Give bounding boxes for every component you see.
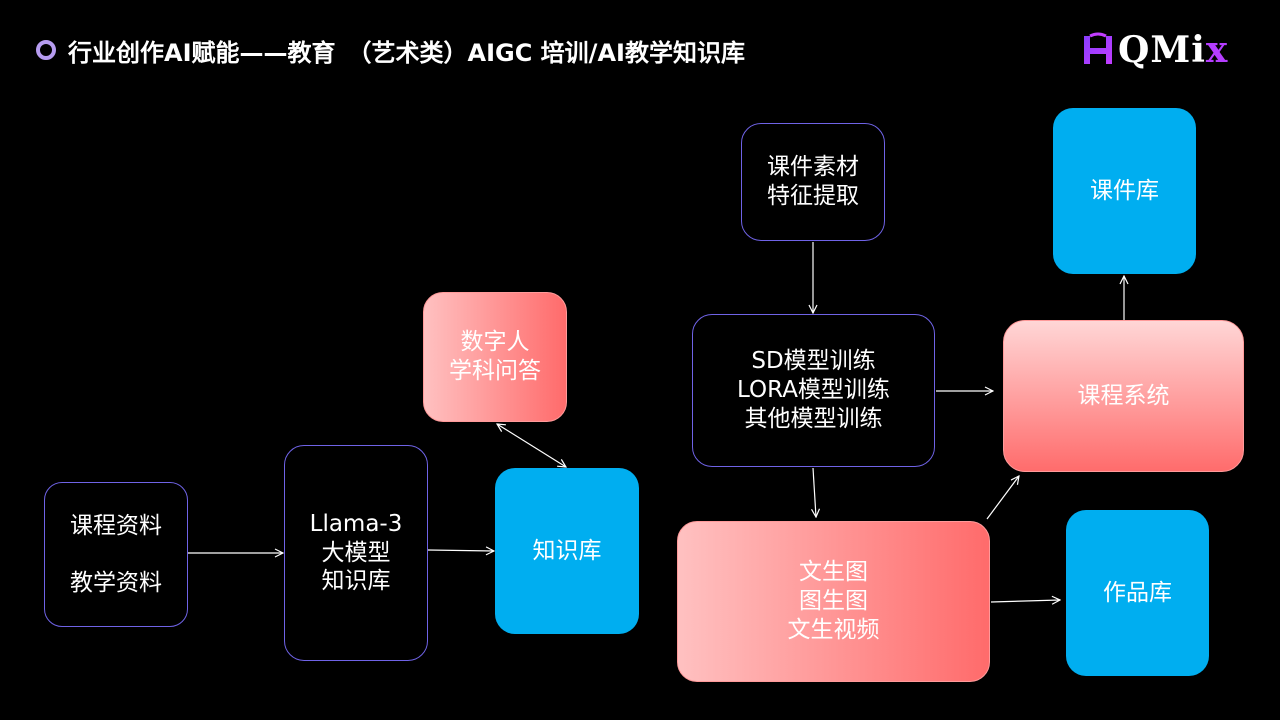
node-works-library: 作品库 [1066, 510, 1209, 676]
node-knowledge-base-label: 知识库 [532, 537, 602, 564]
logo-text-main: QMi [1118, 29, 1206, 71]
node-generation-line1: 文生图 [799, 559, 868, 586]
node-course-system-label: 课程系统 [1077, 382, 1170, 409]
node-generation-line2: 图生图 [799, 588, 868, 615]
arrow-generation-to-course-system [986, 476, 1019, 520]
arrow-digital-human-knowledge-base [497, 424, 566, 467]
node-course-materials-line1: 课程资料 [70, 512, 162, 539]
arrow-generation-to-works [990, 600, 1060, 602]
brand-logo: QMix [1080, 26, 1240, 74]
node-knowledge-base: 知识库 [495, 468, 639, 634]
node-feature-extract: 课件素材 特征提取 [741, 123, 885, 241]
arrow-training-to-generation [813, 467, 816, 517]
title-bullet-icon [36, 40, 56, 60]
node-course-materials-line2: 教学资料 [70, 569, 162, 596]
node-llama-line3: 知识库 [321, 568, 391, 595]
logo-text-accent: x [1205, 29, 1229, 71]
node-courseware-library-label: 课件库 [1090, 177, 1159, 204]
node-feature-extract-line2: 特征提取 [767, 183, 859, 209]
node-generation-line3: 文生视频 [787, 616, 880, 643]
logo-mark-icon [1084, 32, 1112, 64]
arrow-llama-to-knowledge-base [427, 550, 494, 551]
node-generation: 文生图 图生图 文生视频 [677, 521, 990, 682]
node-llama-line2: 大模型 [321, 539, 391, 566]
node-llama: Llama-3 大模型 知识库 [284, 445, 428, 661]
node-llama-line1: Llama-3 [309, 510, 403, 537]
node-courseware-library: 课件库 [1053, 108, 1196, 274]
node-works-library-label: 作品库 [1103, 579, 1172, 606]
node-model-training-line3: 其他模型训练 [744, 405, 883, 432]
node-digital-human-line2: 学科问答 [449, 358, 541, 384]
node-digital-human: 数字人 学科问答 [423, 292, 567, 422]
node-digital-human-line1: 数字人 [460, 329, 530, 356]
node-model-training: SD模型训练 LORA模型训练 其他模型训练 [692, 314, 935, 467]
node-model-training-line2: LORA模型训练 [737, 377, 890, 404]
title-bar: 行业创作AI赋能——教育 （艺术类）AIGC 培训/AI教学知识库 [36, 30, 745, 70]
page-title: 行业创作AI赋能——教育 （艺术类）AIGC 培训/AI教学知识库 [68, 38, 745, 67]
node-course-materials: 课程资料 教学资料 [44, 482, 188, 627]
node-model-training-line1: SD模型训练 [751, 348, 876, 375]
node-feature-extract-line1: 课件素材 [767, 154, 859, 181]
logo-wordmark: QMix [1118, 30, 1228, 70]
node-course-system: 课程系统 [1003, 320, 1244, 472]
